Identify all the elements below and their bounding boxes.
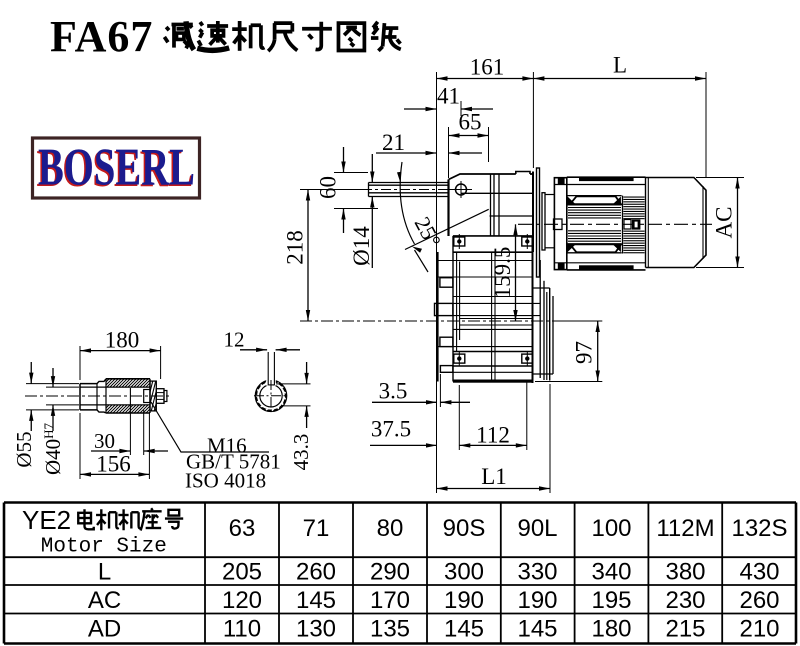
svg-text:112M: 112M xyxy=(656,515,714,542)
svg-text:L: L xyxy=(613,52,627,77)
svg-text:205: 205 xyxy=(222,559,262,586)
svg-text:AC: AC xyxy=(711,207,736,239)
svg-text:21: 21 xyxy=(382,130,405,155)
svg-text:ISO 4018: ISO 4018 xyxy=(185,469,266,493)
svg-text:110: 110 xyxy=(223,616,261,643)
svg-text:380: 380 xyxy=(665,559,705,586)
svg-text:215: 215 xyxy=(665,616,705,643)
svg-text:100: 100 xyxy=(591,515,631,542)
svg-text:112: 112 xyxy=(476,422,510,447)
svg-text:340: 340 xyxy=(591,559,631,586)
svg-text:71: 71 xyxy=(303,515,330,542)
svg-text:156: 156 xyxy=(96,451,131,476)
svg-text:80: 80 xyxy=(377,515,404,542)
svg-text:260: 260 xyxy=(739,587,779,614)
svg-text:132S: 132S xyxy=(731,515,787,542)
svg-text:L: L xyxy=(98,559,111,586)
svg-text:YE2: YE2 xyxy=(22,505,71,535)
svg-text:218: 218 xyxy=(282,230,307,265)
svg-text:145: 145 xyxy=(517,616,557,643)
svg-text:210: 210 xyxy=(739,616,779,643)
svg-text:30: 30 xyxy=(94,429,115,453)
svg-text:130: 130 xyxy=(296,616,336,643)
svg-text:AD: AD xyxy=(88,616,121,643)
svg-text:159.5: 159.5 xyxy=(490,247,515,299)
svg-text:41: 41 xyxy=(437,83,460,108)
svg-text:Ø55: Ø55 xyxy=(12,431,36,467)
svg-text:BOSERL: BOSERL xyxy=(38,139,195,197)
svg-text:180: 180 xyxy=(105,327,140,352)
svg-text:BOSERL: BOSERL xyxy=(37,140,194,198)
svg-text:161: 161 xyxy=(470,54,505,79)
svg-text:43.3: 43.3 xyxy=(289,434,313,471)
svg-text:430: 430 xyxy=(739,559,779,586)
svg-text:60: 60 xyxy=(315,176,340,199)
svg-text:12: 12 xyxy=(224,328,245,352)
svg-text:Motor Size: Motor Size xyxy=(41,536,167,559)
svg-text:145: 145 xyxy=(296,587,336,614)
svg-text:260: 260 xyxy=(296,559,336,586)
svg-text:135: 135 xyxy=(370,616,410,643)
svg-text:3.5: 3.5 xyxy=(379,378,408,403)
svg-text:120: 120 xyxy=(222,587,262,614)
svg-text:190: 190 xyxy=(444,587,484,614)
svg-text:90S: 90S xyxy=(443,515,486,542)
svg-text:GB/T 5781: GB/T 5781 xyxy=(186,450,281,474)
svg-text:Ø40H7: Ø40H7 xyxy=(41,422,65,475)
svg-text:M16: M16 xyxy=(207,434,247,458)
svg-text:195: 195 xyxy=(591,587,631,614)
svg-text:290: 290 xyxy=(370,559,410,586)
svg-text:L1: L1 xyxy=(481,464,507,489)
svg-text:AC: AC xyxy=(88,587,121,614)
svg-text:Ø14: Ø14 xyxy=(349,226,374,266)
svg-text:FA67: FA67 xyxy=(50,12,153,61)
svg-text:37.5: 37.5 xyxy=(371,416,411,441)
svg-text:330: 330 xyxy=(517,559,557,586)
svg-text:63: 63 xyxy=(229,515,256,542)
svg-text:230: 230 xyxy=(665,587,705,614)
svg-text:90L: 90L xyxy=(517,515,557,542)
svg-text:25°: 25° xyxy=(410,213,447,252)
svg-text:97: 97 xyxy=(571,341,596,364)
svg-text:170: 170 xyxy=(370,587,410,614)
svg-text:300: 300 xyxy=(444,559,484,586)
svg-text:190: 190 xyxy=(517,587,557,614)
svg-text:180: 180 xyxy=(591,616,631,643)
svg-text:145: 145 xyxy=(444,616,484,643)
svg-text:65: 65 xyxy=(459,109,482,134)
